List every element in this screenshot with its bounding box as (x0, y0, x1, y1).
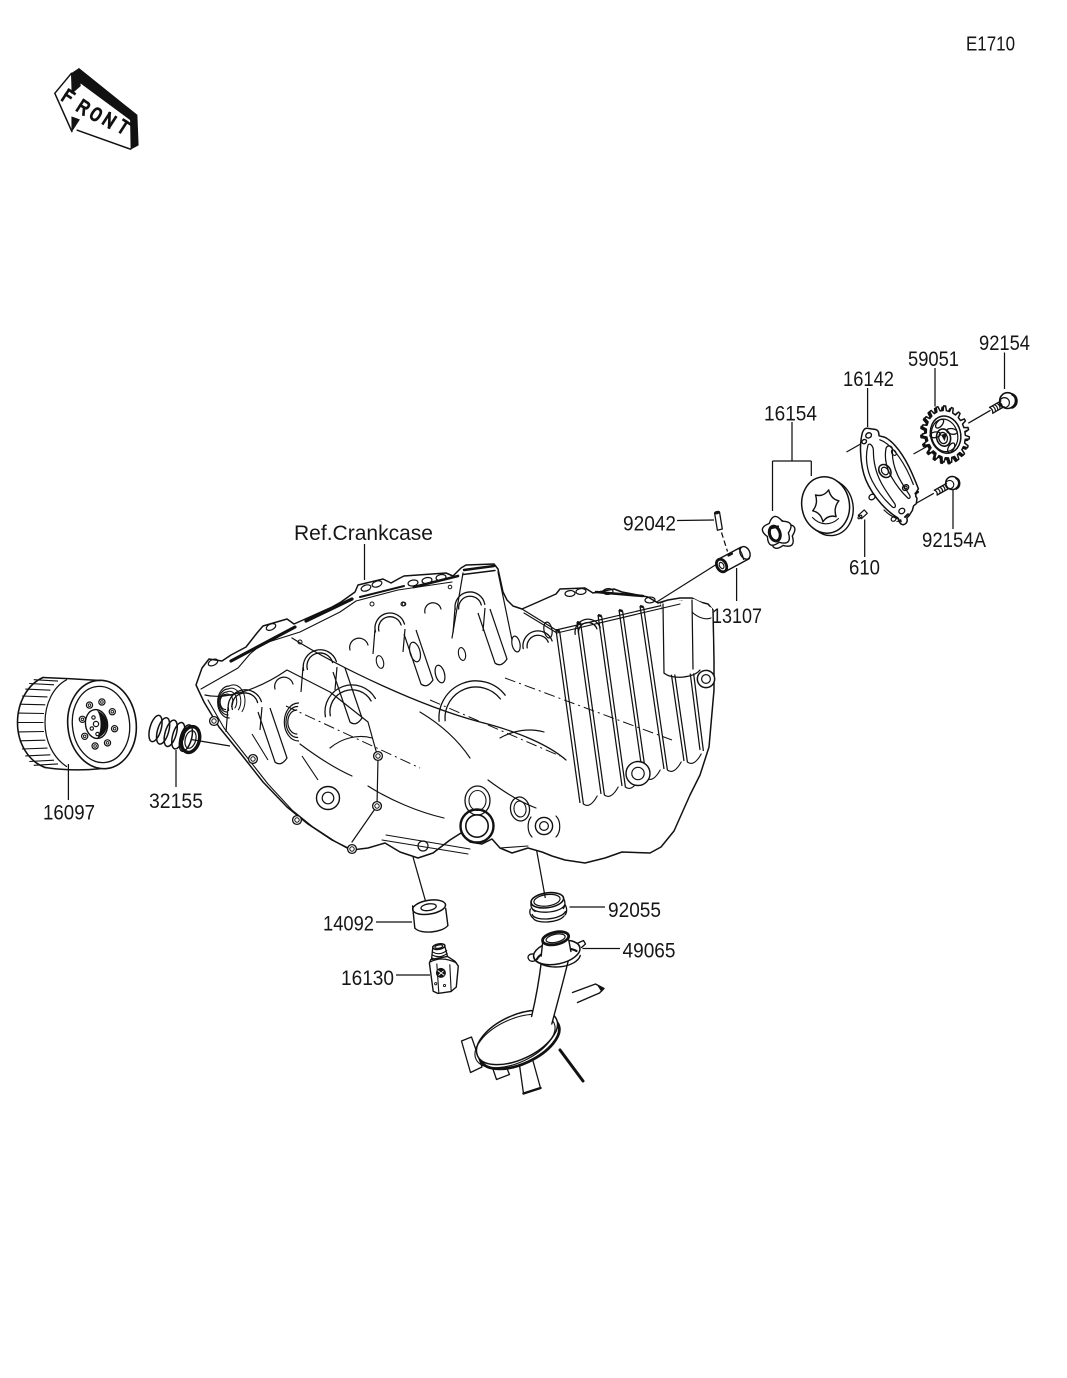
svg-text:16130: 16130 (341, 966, 394, 990)
svg-text:92154A: 92154A (922, 528, 987, 552)
svg-text:92055: 92055 (608, 898, 661, 922)
svg-text:E1710: E1710 (966, 34, 1015, 56)
svg-text:32155: 32155 (149, 789, 203, 813)
svg-text:16142: 16142 (843, 367, 894, 391)
svg-text:610: 610 (849, 556, 880, 580)
svg-text:13107: 13107 (712, 604, 762, 628)
svg-text:49065: 49065 (623, 939, 676, 963)
svg-text:92042: 92042 (623, 512, 676, 536)
svg-text:16154: 16154 (764, 402, 817, 426)
svg-text:16097: 16097 (43, 801, 95, 825)
svg-text:Ref.Crankcase: Ref.Crankcase (294, 521, 433, 545)
svg-text:59051: 59051 (908, 347, 959, 371)
svg-text:14092: 14092 (323, 912, 374, 936)
svg-text:92154: 92154 (979, 331, 1030, 355)
